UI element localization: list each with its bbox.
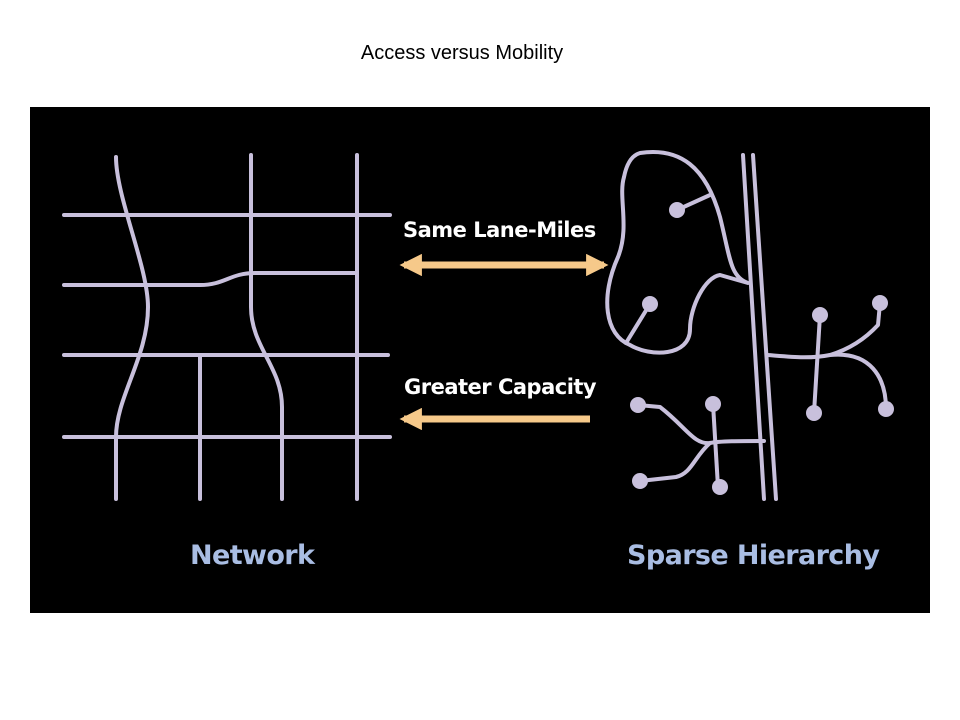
sparse-hierarchy-caption: Sparse Hierarchy <box>627 540 880 571</box>
highway-lane <box>741 153 766 501</box>
destination-node <box>705 396 721 412</box>
greater-capacity-label: Greater Capacity <box>404 375 597 399</box>
destination-node <box>878 401 894 417</box>
branch-road <box>636 403 766 446</box>
slide-title: Access versus Mobility <box>360 42 564 64</box>
diagram-panel: Same Lane-Miles Greater Capacity Network… <box>30 107 930 613</box>
network-grid <box>62 153 392 501</box>
loop-road <box>605 150 750 355</box>
grid-horizontal-road <box>62 271 359 287</box>
grid-vertical-road <box>114 155 150 501</box>
diagram-graphic <box>62 150 894 501</box>
branch-road <box>711 402 720 489</box>
branch-road <box>638 441 712 483</box>
grid-vertical-road <box>249 153 284 501</box>
destination-node <box>630 397 646 413</box>
destination-node <box>632 473 648 489</box>
destination-node <box>669 202 685 218</box>
branch-road <box>812 313 822 415</box>
same-lane-miles-label: Same Lane-Miles <box>403 218 596 242</box>
destination-node <box>642 296 658 312</box>
destination-node <box>712 479 728 495</box>
destination-node <box>872 295 888 311</box>
network-caption: Network <box>190 540 315 571</box>
branch-road <box>828 352 888 411</box>
sparse-hierarchy <box>605 150 894 501</box>
highway-lane <box>751 153 778 501</box>
destination-node <box>806 405 822 421</box>
destination-node <box>812 307 828 323</box>
